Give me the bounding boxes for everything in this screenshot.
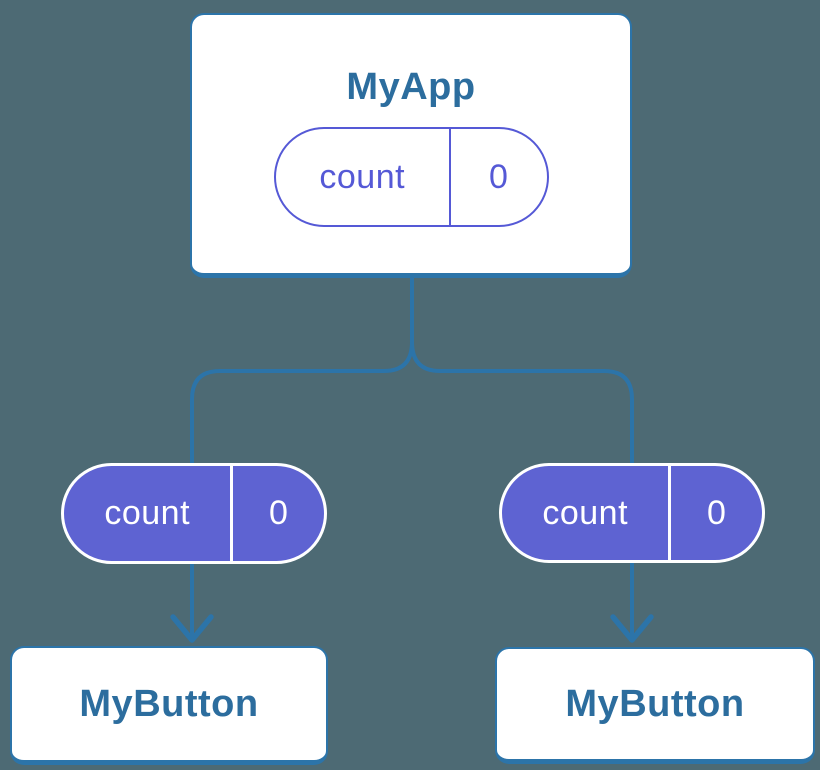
- pill-name: count: [64, 466, 234, 561]
- pill-value: 0: [706, 493, 727, 532]
- node-title: MyButton: [79, 682, 259, 725]
- pill-value: 0: [489, 157, 509, 196]
- right-arrow-down-icon: [610, 614, 654, 643]
- fork-left-connector: [190, 341, 414, 464]
- state-pill: count 0: [273, 127, 549, 227]
- pill-name: count: [276, 129, 451, 225]
- pill-value: 0: [268, 494, 289, 532]
- node-title: MyApp: [346, 66, 476, 108]
- node-myapp: MyApp count 0: [190, 13, 632, 278]
- fork-right-connector: [410, 341, 634, 464]
- left-arrow-down-icon: [170, 614, 214, 643]
- prop-pill-left: count 0: [61, 463, 327, 564]
- pill-name: count: [502, 466, 672, 560]
- node-mybutton-right: MyButton: [495, 647, 815, 764]
- node-title: MyButton: [565, 682, 745, 725]
- prop-pill-right: count 0: [499, 463, 765, 563]
- node-mybutton-left: MyButton: [10, 646, 328, 765]
